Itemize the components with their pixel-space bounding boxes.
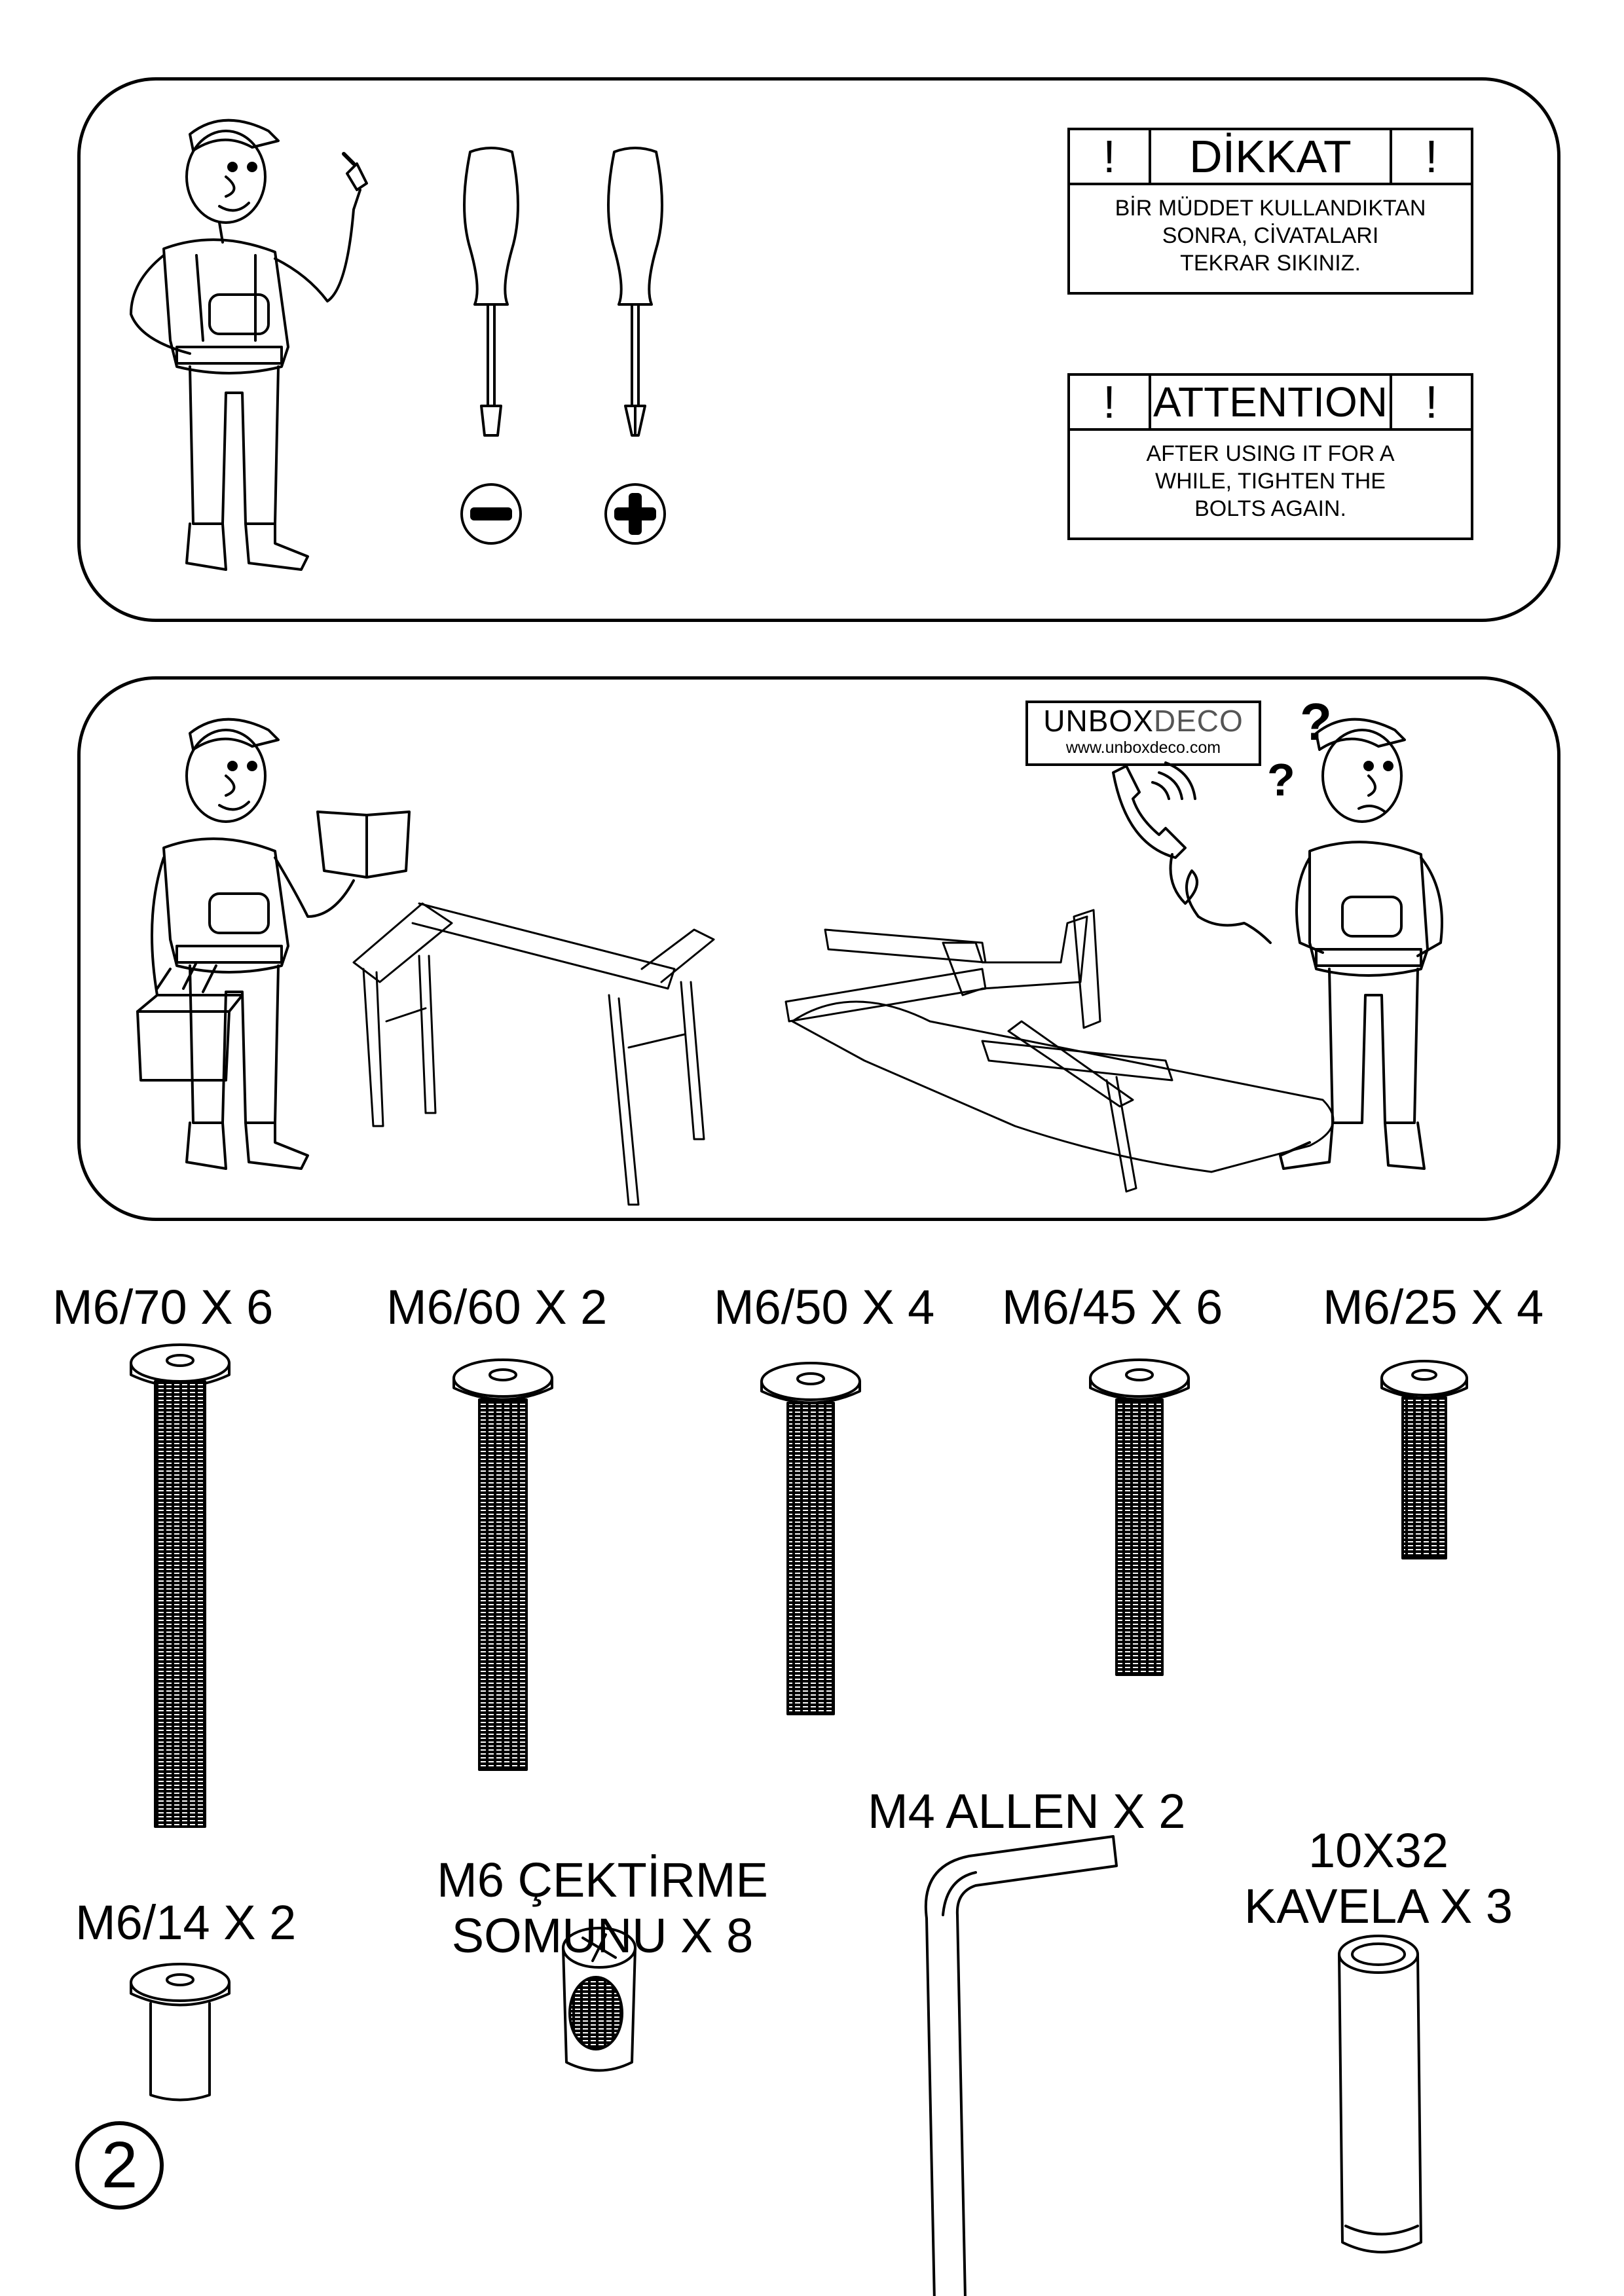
part-label-bolt-60: M6/60 X 2 bbox=[386, 1280, 608, 1334]
bolt-m6-70-icon bbox=[130, 1343, 231, 1828]
page-number: 2 bbox=[75, 2121, 164, 2210]
exclamation-icon: ! bbox=[1390, 130, 1471, 183]
part-label-dowel-1: 10X32 bbox=[1308, 1823, 1449, 1878]
warning-box-turkish: ! DİKKAT ! BİR MÜDDET KULLANDIKTAN SONRA… bbox=[1067, 128, 1473, 295]
part-label-allen: M4 ALLEN X 2 bbox=[868, 1784, 1186, 1838]
part-label-bolt-25: M6/25 X 4 bbox=[1323, 1280, 1544, 1334]
part-label-bolt-45: M6/45 X 6 bbox=[1002, 1280, 1223, 1334]
phillips-screwdriver-illustration bbox=[604, 147, 666, 545]
phone-icon bbox=[1112, 761, 1272, 944]
assembled-table-frame-illustration bbox=[352, 902, 715, 1206]
barrel-nut-icon bbox=[562, 1927, 637, 2072]
worker-with-screwdriver-illustration bbox=[130, 118, 368, 571]
part-label-dowel-2: KAVELA X 3 bbox=[1244, 1879, 1513, 1933]
part-label-nut-2: SOMUNU X 8 bbox=[451, 1908, 754, 1963]
warning-title: ATTENTION bbox=[1153, 378, 1388, 426]
confused-worker-illustration: ? ? bbox=[1267, 693, 1443, 1170]
bolt-m6-25-icon bbox=[1380, 1360, 1468, 1559]
bolt-m6-50-icon bbox=[760, 1362, 861, 1715]
flat-screwdriver-illustration bbox=[460, 147, 522, 545]
question-mark-icon: ? bbox=[1300, 693, 1332, 751]
question-mark-icon: ? bbox=[1267, 754, 1295, 805]
unassembled-parts-illustration bbox=[784, 909, 1335, 1193]
allen-key-icon bbox=[924, 1835, 1118, 2296]
dowel-icon bbox=[1338, 1935, 1422, 2253]
exclamation-icon: ! bbox=[1070, 130, 1151, 183]
logo-url: www.unboxdeco.com bbox=[1065, 738, 1221, 757]
logo-brand-a: UNBOX bbox=[1043, 704, 1154, 738]
brand-logo: UNBOXDECO www.unboxdeco.com bbox=[1025, 701, 1261, 766]
warning-text: BİR MÜDDET KULLANDIKTAN SONRA, CİVATALAR… bbox=[1115, 196, 1426, 276]
logo-brand-b: DECO bbox=[1153, 704, 1244, 738]
warning-box-english: ! ATTENTION ! AFTER USING IT FOR A WHILE… bbox=[1067, 373, 1473, 540]
part-label-bolt-70: M6/70 X 6 bbox=[52, 1280, 274, 1334]
exclamation-icon: ! bbox=[1070, 376, 1151, 428]
bolt-m6-45-icon bbox=[1089, 1358, 1190, 1676]
part-label-bolt-50: M6/50 X 4 bbox=[714, 1280, 935, 1334]
bolt-m6-14-icon bbox=[130, 1963, 231, 2102]
part-label-nut-1: M6 ÇEKTİRME bbox=[437, 1853, 768, 1907]
warning-text: AFTER USING IT FOR A WHILE, TIGHTEN THE … bbox=[1146, 441, 1395, 521]
bolt-m6-60-icon bbox=[452, 1358, 553, 1771]
warning-title: DİKKAT bbox=[1189, 131, 1352, 182]
worker-reading-manual-illustration bbox=[136, 718, 411, 1170]
exclamation-icon: ! bbox=[1390, 376, 1471, 428]
assembly-panel bbox=[77, 676, 1560, 1221]
tools-panel bbox=[77, 77, 1560, 622]
part-label-bolt-14: M6/14 X 2 bbox=[75, 1895, 297, 1950]
